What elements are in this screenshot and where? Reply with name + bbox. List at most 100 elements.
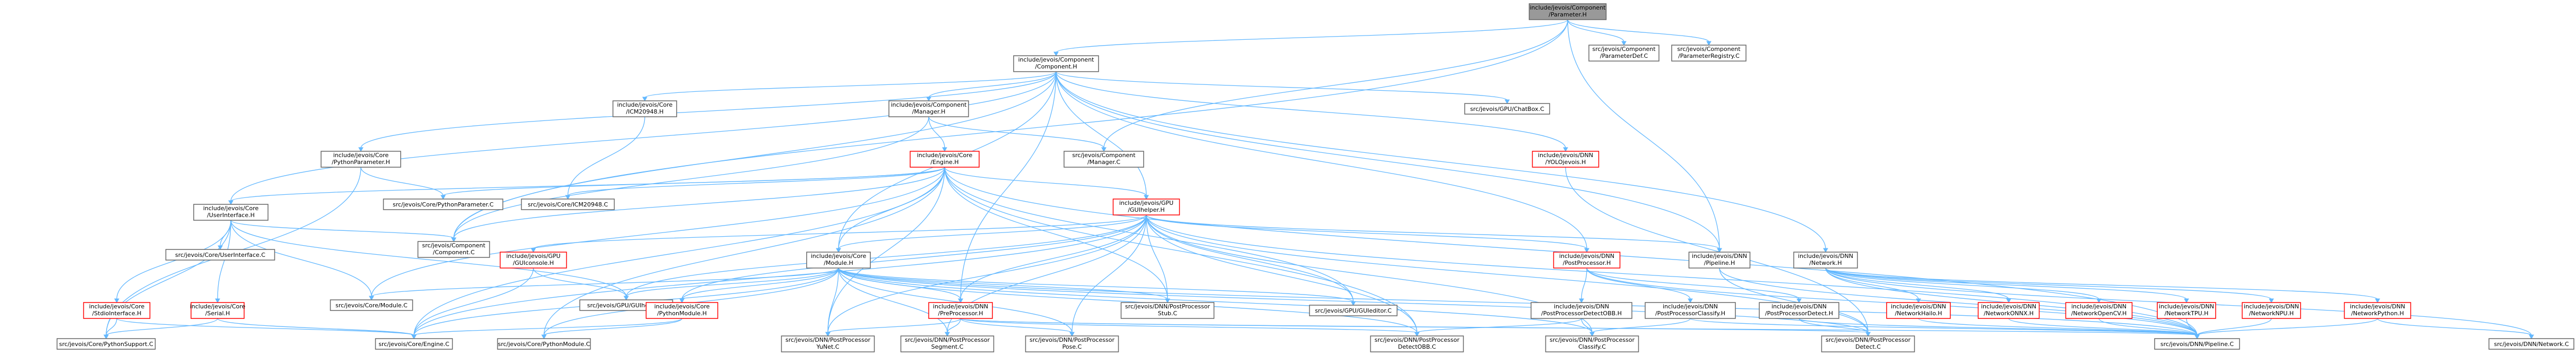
edge-guihelper-to-enginec: [413, 214, 1147, 336]
node-pysupport[interactable]: src/jevois/Core/PythonSupport.C: [56, 338, 156, 350]
edge-arrowhead: [541, 334, 547, 340]
node-pyparam[interactable]: include/jevois/Core/PythonParameter.H: [321, 151, 401, 168]
node-componentc[interactable]: src/jevois/Component/Component.C: [417, 241, 490, 258]
node-label: /Pipeline.H: [1704, 260, 1735, 266]
node-stdioif[interactable]: include/jevois/Core/StdioInterface.H: [83, 302, 151, 319]
edge-netpy-to-networkc: [2377, 318, 2532, 336]
node-box: [888, 100, 969, 117]
edge-param-to-componentc: [453, 19, 1568, 239]
node-ppdetect[interactable]: include/jevois/DNN/PostProcessorDetect.H: [1759, 302, 1839, 319]
node-ppclassify[interactable]: include/jevois/DNN/PostProcessorClassify…: [1645, 302, 1736, 319]
node-label: src/jevois/DNN/PostProcessor: [1125, 303, 1210, 310]
edge-userif-to-guihelperc: [230, 220, 627, 297]
node-box: [499, 252, 567, 269]
node-param[interactable]: include/jevois/Component/Parameter.H: [1528, 3, 1607, 20]
node-label: /PythonModule.H: [657, 310, 707, 317]
node-detectobbc[interactable]: src/jevois/DNN/PostProcessorDetectOBB.C: [1370, 335, 1464, 352]
node-pipelinec[interactable]: src/jevois/DNN/Pipeline.C: [2154, 338, 2240, 350]
node-chatbox[interactable]: src/jevois/GPU/ChatBox.C: [1464, 103, 1550, 115]
node-box: [1821, 335, 1915, 352]
node-engine[interactable]: include/jevois/Core/Engine.H: [910, 151, 980, 168]
edge-arrowhead: [114, 298, 119, 304]
edge-arrowhead: [1505, 99, 1510, 105]
edge-ppdobb-to-detectobbc: [1416, 318, 1582, 333]
node-serial[interactable]: include/jevois/Core/Serial.H: [190, 302, 246, 319]
node-userif[interactable]: include/jevois/Core/UserInterface.H: [193, 204, 269, 221]
node-label: /NetworkONNX.H: [1984, 310, 2034, 317]
node-managerc[interactable]: src/jevois/Component/Manager.C: [1064, 151, 1144, 168]
edge-stdioif-to-pysupport: [106, 318, 117, 336]
edge-arrowhead: [1589, 332, 1595, 337]
node-yolo[interactable]: include/jevois/DNN/YOLOjevois.H: [1532, 151, 1600, 168]
node-userifc[interactable]: src/jevois/Core/UserInterface.C: [165, 249, 275, 261]
edge-param-to-paramdef: [1567, 19, 1624, 42]
node-component[interactable]: include/jevois/Component/Component.H: [1013, 55, 1099, 72]
node-pymodulec[interactable]: src/jevois/Core/PythonModule.C: [497, 338, 591, 350]
node-module[interactable]: include/jevois/Core/Module.H: [806, 252, 871, 269]
node-netnpu[interactable]: include/jevois/DNN/NetworkNPU.H: [2242, 302, 2301, 319]
node-netpy[interactable]: include/jevois/DNN/NetworkPython.H: [2344, 302, 2411, 319]
node-guihelper[interactable]: include/jevois/GPU/GUIhelper.H: [1112, 198, 1180, 215]
edge-guihelper-to-guihelperc: [626, 214, 1147, 297]
node-preproc[interactable]: include/jevois/DNN/PreProcessor.H: [928, 302, 993, 319]
node-nethailo[interactable]: include/jevois/DNN/NetworkHailo.H: [1886, 302, 1951, 319]
node-paramdef[interactable]: src/jevois/Component/ParameterDef.C: [1588, 45, 1659, 62]
node-pipelineh[interactable]: include/jevois/DNN/Pipeline.H: [1688, 252, 1751, 269]
node-netopencv[interactable]: include/jevois/DNN/NetworkOpenCV.H: [2065, 302, 2133, 319]
node-guieditor[interactable]: src/jevois/GPU/GUIeditor.C: [1309, 305, 1398, 316]
node-box: [1112, 198, 1180, 215]
edge-preproc-to-segment: [947, 318, 961, 333]
edge-stdioif-to-enginec: [116, 318, 414, 336]
node-box: [1528, 3, 1607, 20]
node-enginec[interactable]: src/jevois/Core/Engine.C: [375, 338, 453, 350]
edge-arrowhead: [1414, 332, 1420, 337]
node-manager[interactable]: include/jevois/Component/Manager.H: [888, 100, 969, 117]
edge-engine-to-modulec: [371, 167, 945, 297]
node-label: src/jevois/DNN/PostProcessor: [1550, 336, 1635, 343]
node-label: /PreProcessor.H: [938, 310, 983, 317]
node-box: [330, 299, 413, 311]
file-nodes: include/jevois/Component/Parameter.H src/…: [56, 3, 2574, 352]
edge-manager-to-componentc: [453, 116, 929, 239]
node-label: src/jevois/Component: [1677, 46, 1741, 53]
node-paramreg[interactable]: src/jevois/Component/ParameterRegistry.C: [1671, 45, 1747, 62]
node-box: [1553, 252, 1621, 269]
node-classifyc[interactable]: src/jevois/DNN/PostProcessorClassify.C: [1545, 335, 1639, 352]
node-label: /YOLOjevois.H: [1545, 159, 1586, 166]
node-label: src/jevois/Core/PythonModule.C: [498, 341, 590, 348]
node-box: [1531, 302, 1632, 319]
edge-arrowhead: [531, 248, 536, 253]
node-netonnx[interactable]: include/jevois/DNN/NetworkONNX.H: [1977, 302, 2040, 319]
edge-component-to-preproc: [960, 71, 1057, 300]
node-guiconsole[interactable]: include/jevois/GPU/GUIconsole.H: [499, 252, 567, 269]
edge-pyparam-to-pyparamc: [360, 167, 444, 196]
edge-engine-to-detectobbc: [944, 167, 1417, 333]
node-detectc[interactable]: src/jevois/DNN/PostProcessorDetect.C: [1821, 335, 1915, 352]
node-box: [1464, 103, 1550, 115]
node-label: include/jevois/Core: [654, 303, 710, 310]
node-label: src/jevois/DNN/PostProcessor: [1826, 336, 1911, 343]
node-networkc[interactable]: src/jevois/DNN/Network.C: [2488, 338, 2574, 350]
node-label: src/jevois/DNN/PostProcessor: [1375, 336, 1459, 343]
node-network[interactable]: include/jevois/DNN/Network.H: [1793, 252, 1858, 269]
edge-component-to-pyparam: [360, 71, 1057, 149]
node-ppdobb[interactable]: include/jevois/DNN/PostProcessorDetectOB…: [1531, 302, 1632, 319]
edge-nethailo-to-pipelinec: [1918, 318, 2198, 336]
node-box: [928, 302, 993, 319]
node-modulec[interactable]: src/jevois/Core/Module.C: [330, 299, 413, 311]
node-icm[interactable]: include/jevois/Core/ICM20948.H: [612, 100, 677, 117]
node-nettpu[interactable]: include/jevois/DNN/NetworkTPU.H: [2157, 302, 2216, 319]
edge-guihelper-to-pose: [1071, 214, 1147, 333]
node-pymodule[interactable]: include/jevois/Core/PythonModule.H: [645, 302, 719, 319]
node-postproc[interactable]: include/jevois/DNN/PostProcessor.H: [1553, 252, 1621, 269]
node-pyparamc[interactable]: src/jevois/Core/PythonParameter.C: [383, 198, 504, 210]
node-icmc[interactable]: src/jevois/Core/ICM20948.C: [521, 198, 615, 210]
edge-arrowhead: [369, 296, 374, 301]
node-label: include/jevois/GPU: [1119, 200, 1173, 206]
edge-pipelineh-to-pipelinec: [1719, 267, 2198, 336]
node-label: include/jevois/DNN: [1554, 303, 1609, 310]
